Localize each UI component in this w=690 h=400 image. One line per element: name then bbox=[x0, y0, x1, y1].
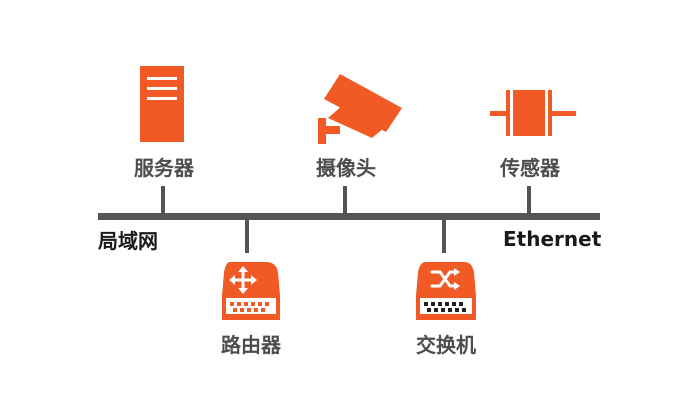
security-camera-icon bbox=[318, 74, 402, 144]
switch-label: 交换机 bbox=[416, 333, 476, 357]
camera-connector bbox=[343, 186, 347, 214]
router-label: 路由器 bbox=[221, 333, 281, 357]
router-connector bbox=[245, 219, 249, 253]
ethernet-label: Ethernet bbox=[503, 227, 602, 251]
ethernet-bus-line bbox=[98, 213, 600, 220]
lan-label: 局域网 bbox=[98, 229, 158, 253]
switch-icon bbox=[416, 262, 476, 320]
camera-label: 摄像头 bbox=[316, 156, 376, 180]
router-icon bbox=[222, 262, 280, 320]
sensor-connector bbox=[527, 186, 531, 214]
server-icon bbox=[140, 66, 184, 142]
sensor-icon bbox=[490, 90, 576, 136]
server-label: 服务器 bbox=[134, 156, 194, 180]
switch-connector bbox=[442, 219, 446, 253]
server-connector bbox=[161, 186, 165, 214]
sensor-label: 传感器 bbox=[500, 156, 560, 180]
